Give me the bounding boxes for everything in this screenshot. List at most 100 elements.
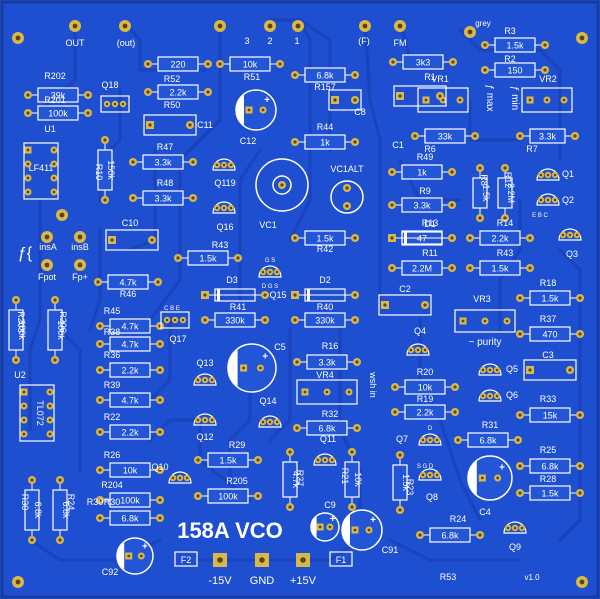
pad-hole [229, 163, 233, 167]
pad-hole [578, 296, 582, 300]
pad-hole [150, 238, 154, 242]
trimmer-outline [521, 87, 573, 113]
pad-hole [355, 360, 359, 364]
resistor-ref: R41 [230, 302, 247, 312]
resistor-value: 6.8k [316, 71, 334, 81]
pad-hole [353, 98, 357, 102]
pad-hole [355, 426, 359, 430]
pad-hole [418, 533, 422, 537]
pad-hole [562, 98, 566, 102]
pad-hole [98, 368, 102, 372]
pad-hole [98, 498, 102, 502]
pad-hole [215, 163, 219, 167]
resistor-value: 6.8k [33, 501, 43, 519]
diode-ref: D2 [319, 275, 331, 285]
pad-hole [575, 233, 579, 237]
capacitor-polarity [116, 541, 125, 571]
resistor-value: 1.5k [506, 41, 524, 51]
pad-hole [450, 266, 454, 270]
pad-hole [52, 162, 56, 166]
resistor-body [142, 190, 184, 206]
capacitor-polarity [342, 514, 350, 546]
resistor-value: 1.5k [541, 489, 559, 499]
pad-hole [350, 505, 354, 509]
pad-hole [48, 418, 52, 422]
resistor-ref: R19 [417, 394, 434, 404]
pad-hole [438, 94, 442, 98]
pad-hole [546, 173, 550, 177]
label-fm: FM [394, 38, 407, 48]
resistor-ref: R53 [440, 572, 457, 582]
pad-hole [229, 206, 233, 210]
pad-hole [268, 270, 272, 274]
resistor-ref: R30 [20, 494, 30, 511]
pin-label: G S [265, 258, 275, 264]
resistor-body [109, 510, 151, 526]
pad-hole [196, 418, 200, 422]
pad-hole [353, 236, 357, 240]
resistor-ref: R49 [417, 152, 434, 162]
pad-hole [203, 318, 207, 322]
diode-body [304, 288, 346, 302]
trimmer-vr4: VR4 [296, 370, 358, 405]
capacitor-c4: +C4 [467, 455, 513, 517]
capacitor-ref: C5 [274, 342, 286, 352]
resistor-body [401, 260, 443, 276]
resistor-ref: R37 [540, 314, 557, 324]
pad-hole [468, 236, 472, 240]
pad-hole [528, 266, 532, 270]
pad-hole [398, 453, 402, 457]
capacitor-outline [328, 89, 362, 111]
pad-hole [553, 198, 557, 202]
pad-hole [456, 438, 460, 442]
fuse-f1 [329, 551, 353, 567]
capacitor-polarity [311, 515, 317, 539]
pad-hole [103, 138, 107, 142]
resistor-value: 3.3k [318, 358, 336, 368]
capacitor-outline [378, 294, 432, 316]
ic-outline [23, 142, 59, 200]
label-pin1: 1 [294, 36, 299, 46]
pad-hole [196, 378, 200, 382]
pad-hole [52, 176, 56, 180]
capacitor-c10: C10 [105, 218, 159, 251]
ic-part: TL072 [35, 400, 45, 426]
pad-hole [424, 98, 428, 102]
pad-hole [22, 390, 26, 394]
resistor-ref: R46 [120, 289, 137, 299]
pad-hole [22, 418, 26, 422]
resistor-value: 1.5k [199, 254, 217, 264]
resistor-ref: R33 [540, 394, 557, 404]
transistor-ref: Q17 [169, 334, 186, 344]
resistor-ref: R50 [164, 100, 181, 110]
plus-sign: + [499, 462, 505, 473]
pad-hole [275, 420, 279, 424]
pad-hole [423, 303, 427, 307]
pad-hole [423, 348, 427, 352]
pad-hole [520, 526, 524, 530]
resistor-value: 2.2k [121, 428, 139, 438]
pad-hole [261, 270, 265, 274]
resistor-value: 10k [243, 60, 258, 70]
resistor-value: 4.7k [119, 278, 137, 288]
resistor-body [404, 404, 446, 420]
pad-1-hole [295, 23, 301, 29]
pad-hole [98, 398, 102, 402]
resistor-body [401, 164, 443, 180]
pad-fp-hole [77, 262, 83, 268]
pad-hole [516, 438, 520, 442]
capacitor-polarity [227, 348, 238, 388]
pad-hole [483, 68, 487, 72]
trimmer-outline [417, 87, 469, 113]
pad-hole [275, 270, 279, 274]
